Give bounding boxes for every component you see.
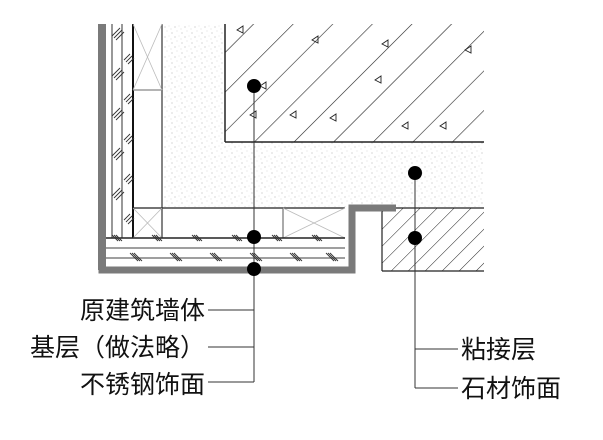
label-stainless-steel-finish: 不锈钢饰面 bbox=[80, 370, 205, 399]
leader-left bbox=[208, 79, 261, 383]
marker-dot-adhesive bbox=[408, 166, 422, 180]
marker-dot-stone bbox=[408, 231, 422, 245]
label-base-layer: 基层（做法略） bbox=[30, 333, 205, 362]
stainless-steel-profile bbox=[98, 24, 396, 274]
stone-finish-block bbox=[381, 207, 484, 272]
leader-right bbox=[408, 166, 458, 389]
marker-dot-base bbox=[247, 230, 261, 244]
marker-dot-steel bbox=[247, 262, 261, 276]
marker-dot-wall bbox=[247, 79, 261, 93]
label-stone-finish: 石材饰面 bbox=[461, 374, 561, 403]
label-original-wall: 原建筑墙体 bbox=[80, 296, 205, 325]
original-wall-block bbox=[224, 24, 484, 143]
label-adhesive-layer: 粘接层 bbox=[461, 335, 536, 364]
